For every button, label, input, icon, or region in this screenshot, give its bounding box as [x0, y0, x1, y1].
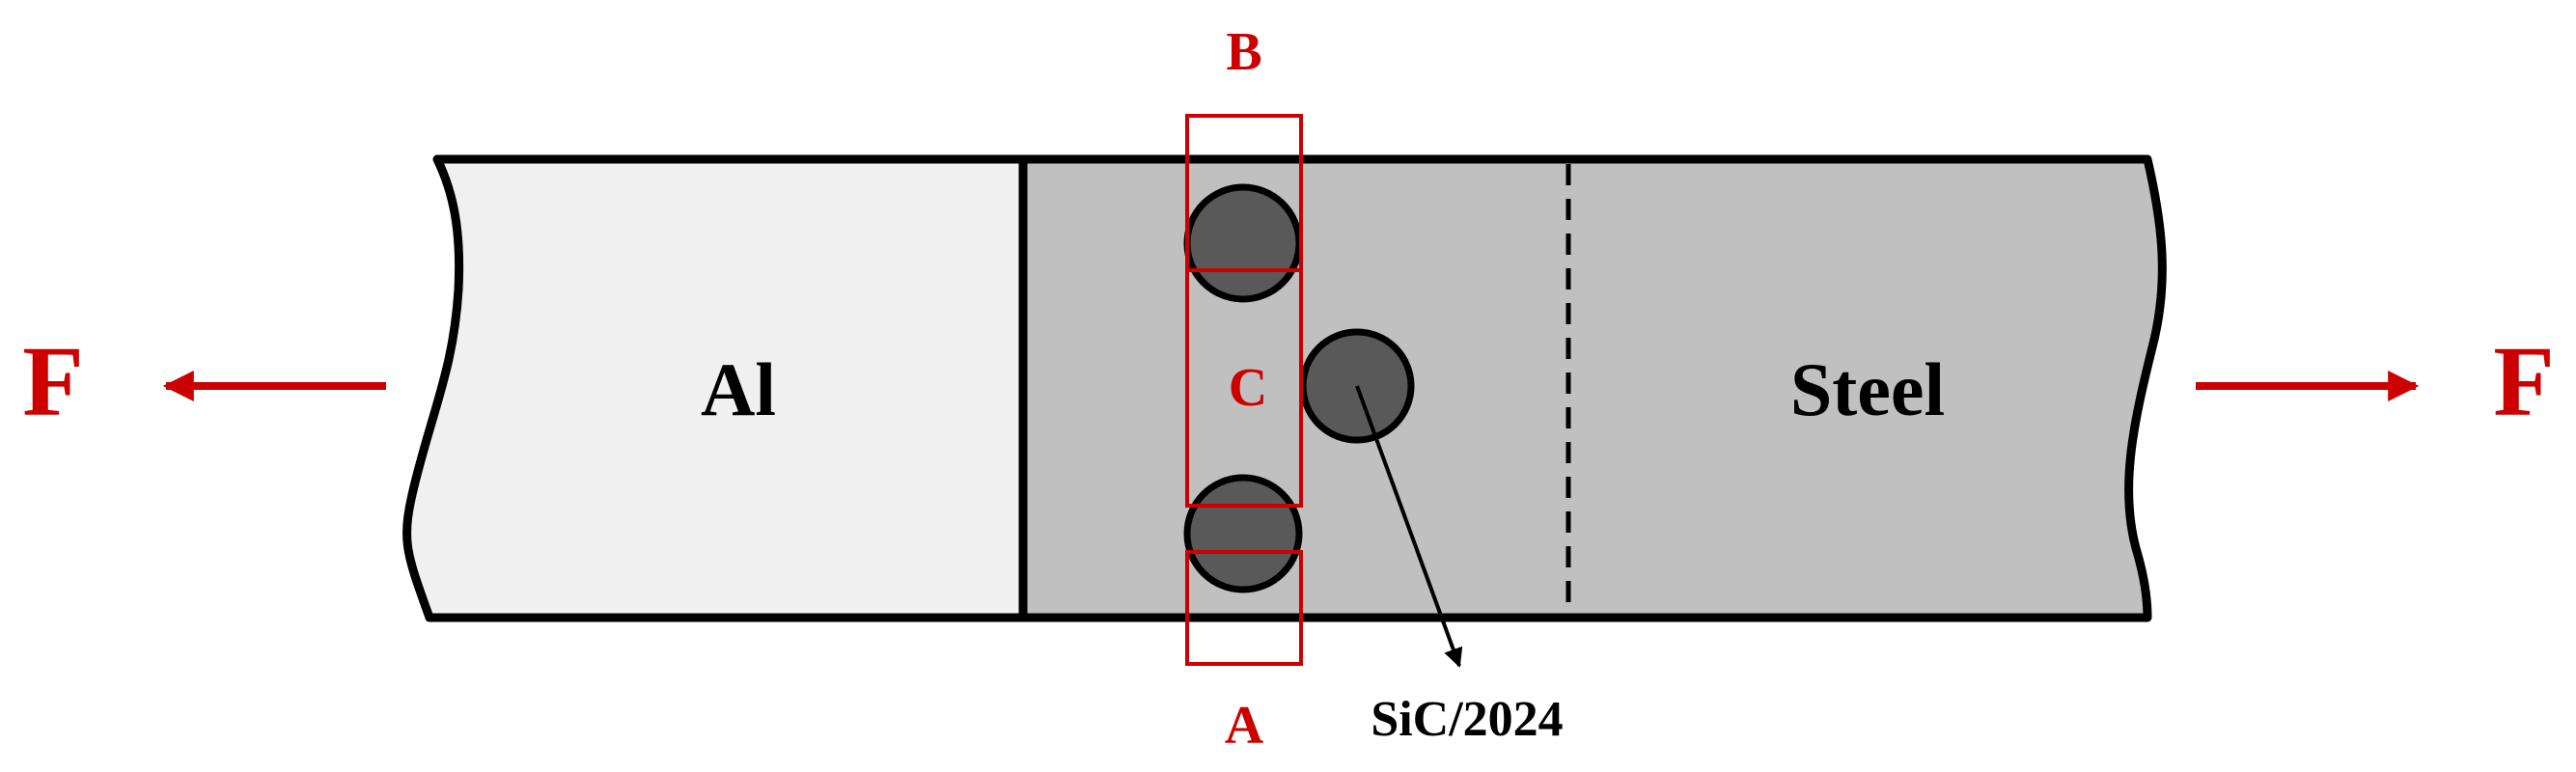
label-steel: Steel [1790, 347, 1945, 431]
label-al: Al [701, 347, 776, 431]
label-region-a: A [1225, 696, 1264, 756]
particle-leader-arrow [1355, 385, 1463, 668]
particle-bottom [1183, 474, 1303, 593]
label-region-b: B [1226, 22, 1261, 82]
aluminum-plate [402, 154, 1028, 622]
label-region-c: C [1229, 358, 1267, 418]
label-particle: SiC/2024 [1371, 692, 1563, 747]
label-force-right: F [2493, 326, 2555, 437]
steel-plate [1018, 154, 2167, 622]
label-force-left: F [22, 326, 84, 437]
particle-top [1183, 183, 1303, 303]
region-a-box [1185, 550, 1303, 666]
